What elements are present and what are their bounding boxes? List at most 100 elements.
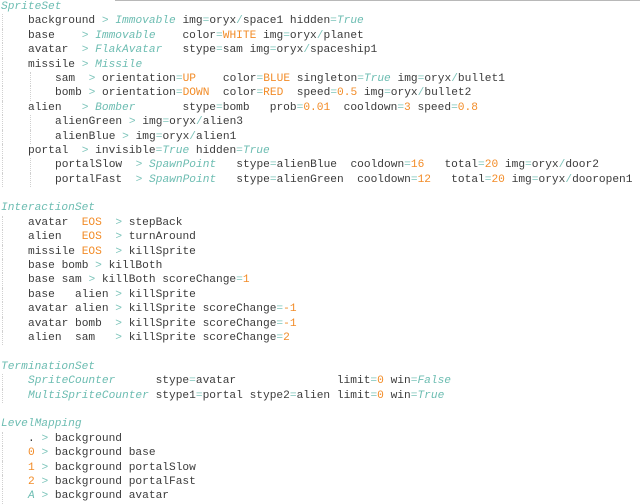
code-line: base alien > killSprite [0, 287, 640, 303]
code-token: / [196, 116, 203, 129]
code-token: > [135, 159, 143, 172]
code-token: 2 [28, 475, 35, 488]
section-heading: InteractionSet [1, 202, 95, 215]
code-token: 16 [410, 159, 425, 172]
code-token: / [236, 15, 243, 28]
code-token: img [128, 130, 156, 143]
code-token: 2 [283, 331, 290, 344]
code-token: = [484, 173, 492, 186]
code-token: background avatar [48, 490, 170, 503]
code-token: = [269, 159, 277, 172]
code-token: stype1 [148, 389, 196, 402]
code-line: missile > Missile [0, 57, 640, 73]
code-line: alien EOS > turnAround [0, 230, 640, 246]
code-token: = [370, 389, 378, 402]
code-token: = [175, 72, 183, 85]
blank-line [0, 345, 640, 359]
code-token: alienBlue [55, 130, 123, 143]
code-token: stype [216, 173, 270, 186]
code-token: > [81, 44, 89, 57]
code-token: door2 [565, 159, 599, 172]
code-token: / [417, 87, 425, 100]
code-token: sam img [222, 44, 270, 57]
code-token: img [175, 15, 203, 28]
code-token: True [336, 15, 364, 28]
code-token: stype [162, 44, 217, 57]
code-line: base bomb > killBoth [0, 259, 640, 274]
code-token: 20 [484, 159, 499, 172]
code-token: missile [28, 58, 82, 71]
code-token: > [115, 231, 123, 244]
code-token: stype [135, 101, 217, 114]
code-token: = [256, 72, 264, 85]
editor-top-border [115, 0, 640, 1]
code-token [102, 231, 115, 243]
code-token: orientation [95, 87, 176, 100]
code-token: EOS [81, 245, 102, 258]
code-token: img [256, 29, 284, 42]
code-token: speed [283, 87, 331, 100]
code-token: = [202, 15, 210, 28]
code-token: 12 [417, 173, 432, 186]
code-token: > [115, 331, 122, 344]
code-token: / [558, 159, 566, 172]
code-token: = [531, 173, 539, 186]
code-line: avatar > FlakAvatar stype=sam img=oryx/s… [0, 43, 640, 58]
code-token: . [28, 432, 35, 445]
code-line: base > Immovable color=WHITE img=oryx/pl… [0, 28, 640, 44]
code-token: > [88, 72, 96, 85]
code-line: base sam > killBoth scoreChange=1 [0, 273, 640, 289]
code-token: 20 [491, 173, 505, 186]
blank-line [0, 403, 640, 417]
code-token: 1 [242, 274, 250, 287]
code-line: 2 > background portalFast [0, 474, 640, 490]
code-token: = [236, 274, 243, 287]
code-line: avatar alien > killSprite scoreChange=-1 [0, 302, 640, 317]
code-token: portalFast [55, 173, 136, 186]
code-token: = [478, 159, 485, 172]
code-token: Immovable [95, 29, 156, 42]
code-line: SpriteCounter stype=avatar limit=0 win=F… [0, 374, 640, 389]
code-token: oryx [276, 44, 304, 57]
code-token: > [128, 116, 136, 129]
blank-line [0, 187, 640, 201]
code-token: turnAround [122, 231, 196, 244]
code-token: = [216, 29, 223, 42]
code-token: 0.01 [303, 101, 331, 114]
code-token: oryx [162, 130, 190, 143]
code-token: avatar [28, 44, 82, 57]
code-token: > [81, 29, 89, 42]
code-token: SpawnPoint [149, 159, 217, 172]
code-token: avatar alien [28, 303, 116, 316]
code-token: base alien [28, 288, 116, 301]
code-line: alien > Bomber stype=bomb prob=0.01 cool… [0, 100, 640, 116]
code-token: stepBack [122, 216, 183, 229]
code-token: orientation [95, 72, 176, 85]
code-token: win [383, 375, 411, 388]
code-token: = [189, 375, 196, 388]
code-token: > [41, 490, 49, 503]
code-token: = [296, 101, 304, 114]
code-token: dooropen1 [572, 173, 633, 186]
code-token: / [189, 130, 197, 143]
code-token: DOWN [182, 87, 210, 100]
code-token: alien1 [196, 130, 237, 143]
code-token: background [48, 432, 123, 445]
code-line: bomb > orientation=DOWN color=RED speed=… [0, 86, 640, 102]
code-token: = [330, 87, 338, 100]
code-token: BLUE [263, 72, 291, 85]
code-token: 0.8 [457, 101, 478, 114]
code-token: > [81, 101, 89, 114]
code-token: oryx [531, 159, 559, 172]
code-line: portalSlow > SpawnPoint stype=alienBlue … [0, 158, 640, 174]
code-token: = [269, 44, 277, 57]
code-token: > [88, 87, 96, 100]
code-token: = [370, 375, 378, 388]
code-token: UP [182, 72, 197, 85]
code-token [142, 159, 149, 171]
code-token: base sam [28, 274, 89, 287]
code-line: 0 > background base [0, 446, 640, 461]
code-token: singleton [290, 72, 358, 85]
code-token: alien limit [296, 389, 371, 402]
